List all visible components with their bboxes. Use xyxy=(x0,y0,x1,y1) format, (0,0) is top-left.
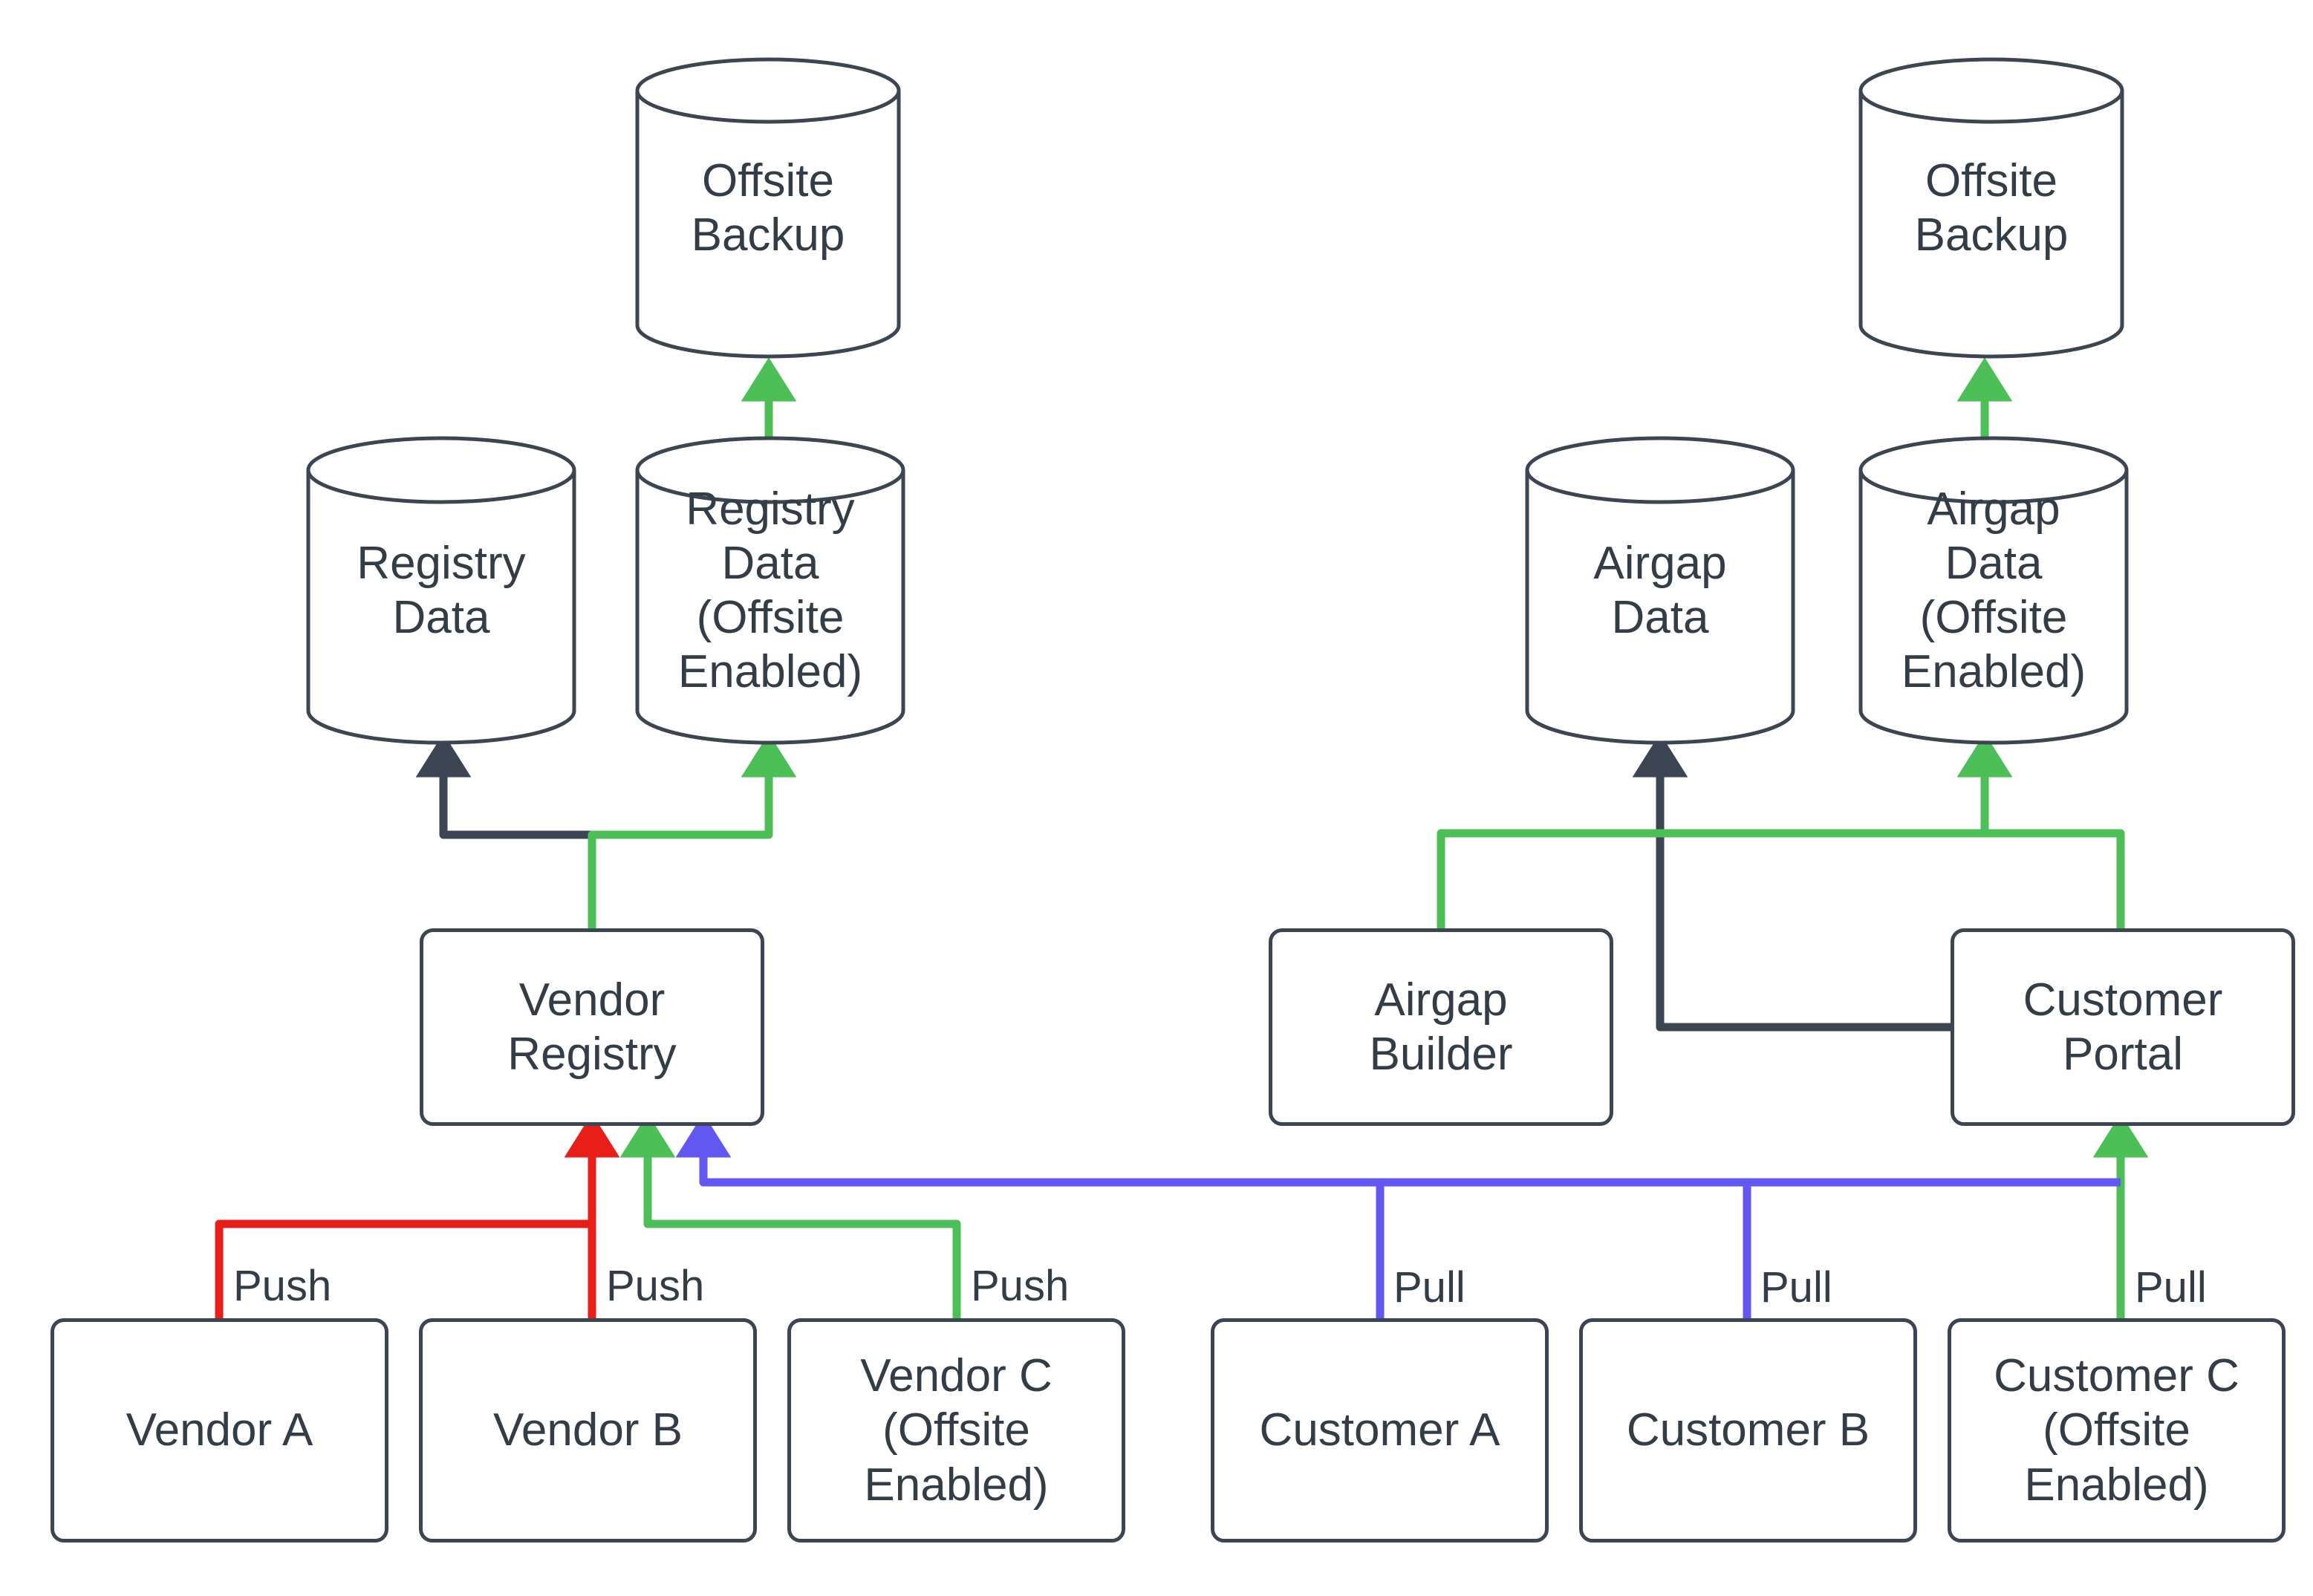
cylinder-shape xyxy=(1858,57,2124,359)
edge-customerportal-to-airgapdataoffsite xyxy=(1956,733,2125,928)
node-vendor-b[interactable]: Vendor B xyxy=(419,1318,757,1543)
cylinder-shape xyxy=(635,57,901,359)
edge-vendorc-push xyxy=(619,1113,961,1318)
cylinder-shape xyxy=(635,436,905,745)
cylinder-shape xyxy=(306,436,576,745)
edge-label-customer-b-pull: Pull xyxy=(1757,1263,1835,1312)
node-label: Vendor A xyxy=(126,1404,313,1456)
cylinder-shape xyxy=(1858,436,2129,745)
node-customer-b[interactable]: Customer B xyxy=(1579,1318,1917,1543)
edge-label-vendor-c-push: Push xyxy=(968,1261,1073,1311)
edge-vendorregistry-to-registrydataoffsite xyxy=(588,733,797,928)
node-vendor-a[interactable]: Vendor A xyxy=(51,1318,388,1543)
edge-airgapbuilder-to-airgapdataoffsite xyxy=(1437,733,2013,928)
edge-customerb-pull xyxy=(703,1178,1751,1318)
cylinder-shape xyxy=(1525,436,1795,745)
node-label: Customer A xyxy=(1259,1404,1500,1456)
edge-vendorregistry-to-registrydata xyxy=(415,733,596,928)
node-label: Vendor B xyxy=(492,1404,683,1456)
edge-label-customer-c-pull: Pull xyxy=(2132,1263,2210,1312)
edge-label-vendor-b-push: Push xyxy=(603,1261,708,1311)
edge-customerportal-to-airgapdata xyxy=(1632,733,1952,1032)
node-customer-a[interactable]: Customer A xyxy=(1211,1318,1549,1543)
node-label: Customer B xyxy=(1626,1404,1870,1456)
edge-label-customer-a-pull: Pull xyxy=(1390,1263,1468,1312)
edge-label-vendor-a-push: Push xyxy=(230,1261,335,1311)
